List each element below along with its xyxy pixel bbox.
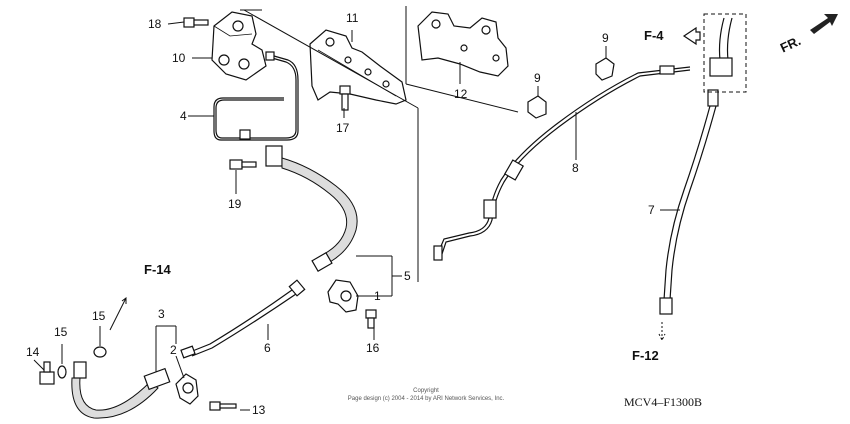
f4-inset	[703, 13, 747, 93]
ref-f12[interactable]: F-12	[632, 348, 659, 363]
callout-19: 19	[228, 197, 242, 211]
part-11-bracket[interactable]	[309, 29, 407, 105]
part-18-bolt[interactable]	[183, 17, 209, 28]
callout-11: 11	[346, 11, 359, 25]
ref-f14[interactable]: F-14	[144, 262, 172, 277]
diagram-code: MCV4–F1300B	[624, 395, 702, 409]
callout-15-lower: 15	[54, 325, 68, 339]
copyright-line1: Copyright	[413, 388, 439, 394]
part-15-washer-lower[interactable]	[57, 365, 67, 379]
callout-9-lower: 9	[534, 71, 541, 85]
ref-front: FR.	[778, 33, 803, 55]
f4-arrow-icon	[682, 26, 701, 46]
part-19-bolt[interactable]	[229, 159, 257, 170]
callout-12: 12	[454, 87, 468, 101]
part-4-brake-pipe[interactable]	[213, 51, 299, 141]
part-14-bolt[interactable]	[39, 361, 55, 385]
callout-13: 13	[252, 403, 266, 417]
part-15-washer-upper[interactable]	[93, 346, 107, 358]
f12-arrow-icon	[658, 322, 666, 342]
callout-1: 1	[374, 289, 381, 303]
callout-14: 14	[26, 345, 40, 359]
part-3-brake-hose[interactable]	[71, 361, 171, 419]
callout-7: 7	[648, 203, 655, 217]
part-9-clip-lower[interactable]	[527, 95, 547, 119]
part-9-clip-upper[interactable]	[595, 57, 615, 81]
part-17-bolt[interactable]	[339, 85, 351, 111]
f14-arrow-icon	[109, 297, 127, 331]
callout-9-upper: 9	[602, 31, 609, 45]
part-6-brake-pipe[interactable]	[180, 279, 306, 359]
part-2-clamp[interactable]	[175, 373, 199, 405]
callout-18: 18	[148, 17, 162, 31]
callout-15-upper: 15	[92, 309, 106, 323]
callout-5: 5	[404, 269, 411, 283]
callout-16: 16	[366, 341, 380, 355]
callout-17: 17	[336, 121, 350, 135]
part-13-bolt[interactable]	[209, 401, 237, 411]
callout-8: 8	[572, 161, 579, 175]
part-16-bolt[interactable]	[365, 309, 377, 329]
part-8-brake-pipe[interactable]	[433, 65, 691, 261]
part-5-brake-hose[interactable]	[265, 145, 358, 273]
callout-2: 2	[170, 343, 177, 357]
ref-f4[interactable]: F-4	[644, 28, 664, 43]
callout-6: 6	[264, 341, 271, 355]
callout-3: 3	[158, 307, 165, 321]
part-10-joint-block[interactable]	[211, 11, 267, 81]
part-1-clamp[interactable]	[327, 279, 359, 313]
part-7-brake-hose[interactable]	[659, 89, 719, 315]
part-12-bracket[interactable]	[417, 11, 509, 77]
leader-lines	[33, 21, 680, 411]
callout-4: 4	[180, 109, 187, 123]
callout-10: 10	[172, 51, 186, 65]
front-arrow-icon	[810, 14, 838, 34]
copyright-line2: Page design (c) 2004 - 2014 by ARI Netwo…	[348, 396, 505, 402]
